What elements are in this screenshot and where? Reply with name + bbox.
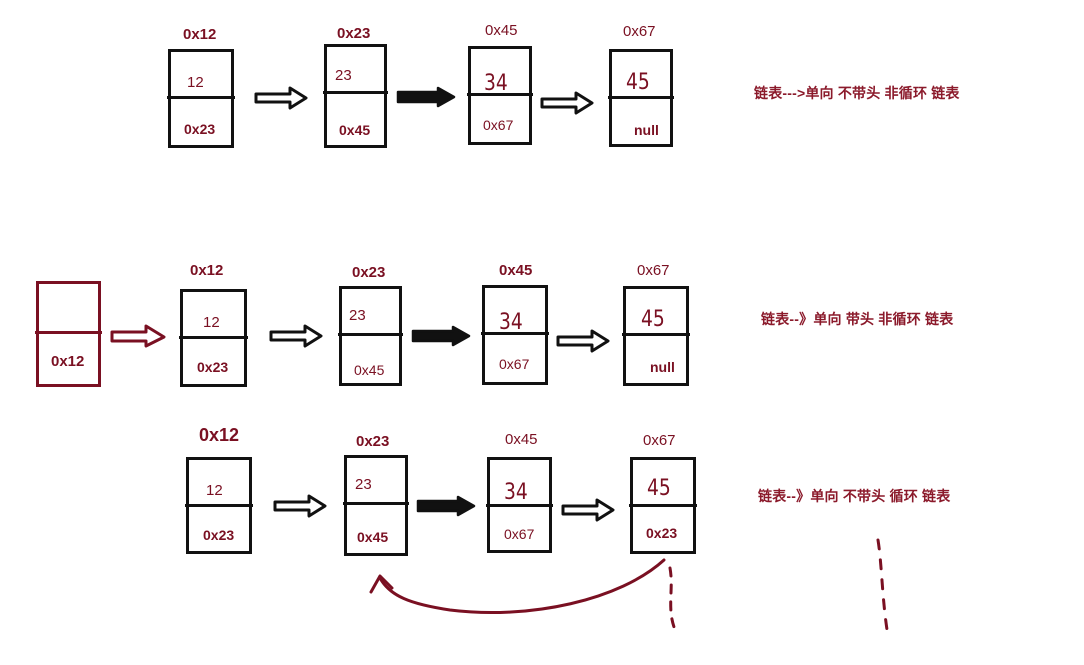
row2-head-arrow: [110, 324, 166, 348]
row3-value-1: 12: [206, 482, 223, 499]
row2-addr-1: 0x12: [190, 262, 224, 279]
row2-arrow-2: [411, 325, 471, 347]
row2-head-next: 0x12: [51, 353, 85, 370]
row3-caption: 链表--》单向 不带头 循环 链表: [758, 488, 951, 504]
row2-value-3: 34: [499, 310, 523, 335]
row1-next-3: 0x67: [483, 117, 514, 133]
row3-loop-arrow: [378, 558, 666, 615]
dashed-stroke-2: [876, 538, 890, 638]
dashed-stroke-1: [668, 566, 678, 634]
row1-addr-3: 0x45: [485, 22, 518, 39]
row1-arrow-1: [254, 86, 308, 110]
row1-node-2: 23 0x45: [323, 44, 388, 148]
row1-caption: 链表--->单向 不带头 非循环 链表: [754, 85, 960, 101]
row1-value-2: 23: [335, 67, 352, 84]
row2-node-3: 34 0x67: [481, 285, 549, 385]
row2-value-2: 23: [349, 307, 366, 324]
row3-next-2: 0x45: [357, 529, 389, 545]
row1-arrow-2: [396, 86, 456, 108]
row3-node-2: 23 0x45: [343, 455, 409, 556]
row3-node-1: 12 0x23: [185, 457, 253, 554]
row3-value-3: 34: [504, 480, 528, 505]
row2-addr-3: 0x45: [499, 262, 533, 279]
row2-addr-2: 0x23: [352, 264, 386, 281]
row3-addr-4: 0x67: [643, 432, 676, 449]
row3-value-2: 23: [355, 476, 372, 493]
row2-node-4: 45 null: [622, 286, 690, 386]
row3-addr-1: 0x12: [199, 425, 240, 445]
row1-addr-2: 0x23: [337, 25, 371, 42]
row2-next-4: null: [650, 359, 675, 375]
row3-addr-2: 0x23: [356, 433, 390, 450]
row2-addr-4: 0x67: [637, 262, 670, 279]
row3-next-4: 0x23: [646, 525, 678, 541]
row1-node-4: 45 null: [608, 49, 674, 147]
row3-arrow-1: [273, 494, 327, 518]
row1-node-3: 34 0x67: [467, 46, 533, 145]
row3-loop-arrowhead: [369, 574, 394, 594]
row3-node-3: 34 0x67: [486, 457, 553, 553]
row2-arrow-1: [269, 324, 323, 348]
row1-arrow-3: [540, 91, 594, 115]
row2-arrow-3: [556, 329, 610, 353]
row1-node-1: 12 0x23: [167, 49, 235, 148]
row1-value-4: 45: [626, 70, 650, 95]
row3-arrow-2: [416, 495, 476, 517]
row3-arrow-3: [561, 498, 615, 522]
row1-next-2: 0x45: [339, 122, 371, 138]
row3-addr-3: 0x45: [505, 431, 538, 448]
row2-head-node: 0x12: [35, 281, 102, 387]
row1-next-4: null: [634, 122, 659, 138]
row3-next-1: 0x23: [203, 527, 235, 543]
row2-next-1: 0x23: [197, 359, 229, 375]
row1-next-1: 0x23: [184, 121, 216, 137]
row1-value-3: 34: [484, 71, 508, 96]
row2-node-1: 12 0x23: [179, 289, 248, 387]
row2-value-4: 45: [641, 307, 665, 332]
row2-node-2: 23 0x45: [338, 286, 403, 386]
row2-caption: 链表--》单向 带头 非循环 链表: [761, 311, 954, 327]
row3-next-3: 0x67: [504, 526, 535, 542]
row2-next-3: 0x67: [499, 356, 530, 372]
row1-addr-1: 0x12: [183, 26, 217, 43]
row1-value-1: 12: [187, 74, 204, 91]
row3-value-4: 45: [647, 476, 671, 501]
row1-addr-4: 0x67: [623, 23, 656, 40]
row3-node-4: 45 0x23: [629, 457, 697, 554]
row2-value-1: 12: [203, 314, 220, 331]
row2-next-2: 0x45: [354, 362, 385, 378]
